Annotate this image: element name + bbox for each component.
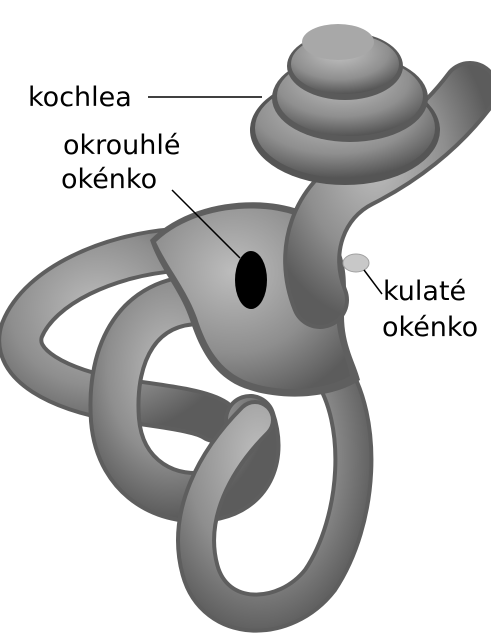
oval-window-label-line1: kulaté bbox=[383, 276, 466, 308]
round-window-label-line1: okrouhlé bbox=[63, 130, 181, 162]
cochlea-label: kochlea bbox=[28, 82, 132, 114]
cochlea-shape bbox=[250, 24, 440, 185]
round-window-marker bbox=[235, 251, 267, 309]
round-window-label-line2: okénko bbox=[61, 164, 157, 196]
oval-window-label-line2: okénko bbox=[382, 312, 478, 344]
oval-window-marker bbox=[343, 254, 369, 272]
oval-window-leader-line bbox=[364, 270, 382, 294]
